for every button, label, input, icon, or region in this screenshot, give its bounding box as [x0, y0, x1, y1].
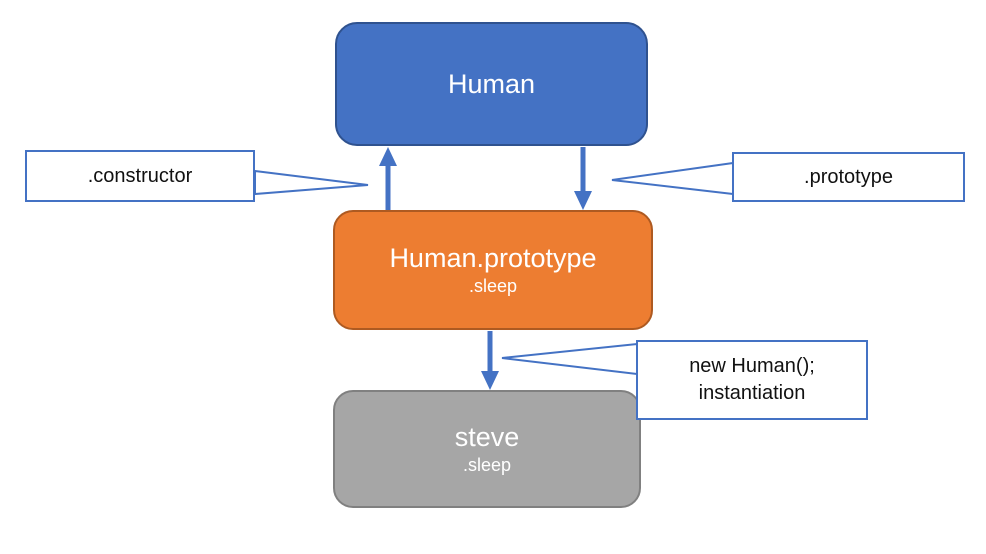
callout-tail-instantiation: [501, 342, 638, 376]
callout-tail-prototype: [611, 161, 734, 196]
node-human-prototype-label: Human.prototype: [389, 243, 597, 273]
node-steve: steve .sleep: [333, 390, 641, 508]
node-human-label: Human: [447, 69, 536, 99]
constructor-arrow: [379, 147, 397, 211]
callout-instantiation-line1: new Human();: [689, 355, 815, 377]
callout-prototype-label: .prototype: [804, 165, 893, 188]
node-steve-member: .sleep: [462, 455, 512, 475]
instantiation-arrow: [481, 331, 499, 390]
callout-instantiation-line2: instantiation: [698, 382, 806, 404]
callout-prototype: .prototype: [732, 152, 965, 202]
node-human-prototype-member: .sleep: [468, 276, 518, 296]
node-steve-label: steve: [454, 422, 520, 452]
callout-instantiation: new Human(); instantiation: [636, 340, 868, 420]
node-human: Human: [335, 22, 648, 146]
prototype-arrow: [574, 147, 592, 210]
node-human-prototype: Human.prototype .sleep: [333, 210, 653, 330]
callout-constructor: .constructor: [25, 150, 255, 202]
callout-tail-constructor: [254, 169, 369, 196]
callout-constructor-label: .constructor: [87, 164, 193, 187]
